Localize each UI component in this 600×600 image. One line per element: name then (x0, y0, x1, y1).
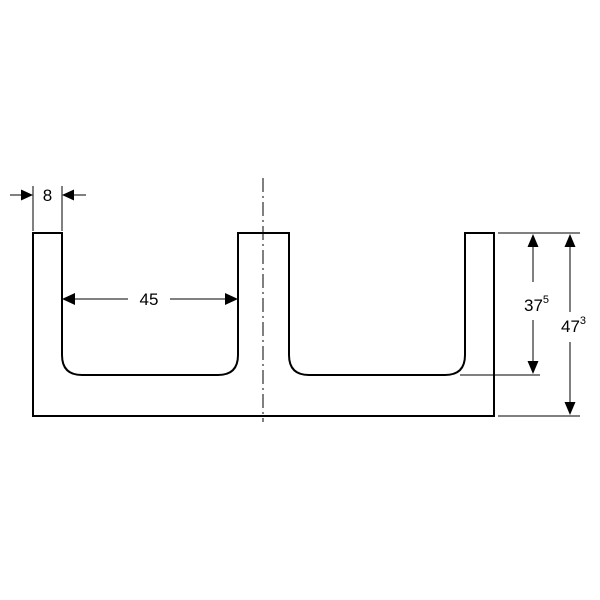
inner-width-label: 45 (140, 290, 159, 309)
dimension-total-height: 473 (561, 234, 586, 415)
arrow-up-icon (527, 234, 539, 247)
profile-outline (32, 232, 495, 417)
arrow-right-icon (225, 293, 238, 305)
inner-depth-value: 37 (524, 296, 543, 315)
dimension-inner-width: 45 (62, 290, 238, 309)
arrow-right-icon (21, 189, 33, 201)
arrow-up-icon (564, 234, 576, 247)
total-height-superscript: 3 (580, 315, 586, 327)
total-height-value: 47 (561, 317, 580, 336)
inner-depth-label: 375 (524, 294, 549, 315)
dimension-wall-thickness: 8 (10, 186, 86, 231)
dimension-inner-depth: 375 (524, 234, 549, 374)
inner-depth-superscript: 5 (543, 294, 549, 306)
arrow-down-icon (527, 361, 539, 374)
wall-thickness-label: 8 (43, 186, 52, 205)
arrow-down-icon (564, 402, 576, 415)
total-height-label: 473 (561, 315, 586, 336)
arrow-left-icon (62, 189, 74, 201)
arrow-left-icon (62, 293, 75, 305)
